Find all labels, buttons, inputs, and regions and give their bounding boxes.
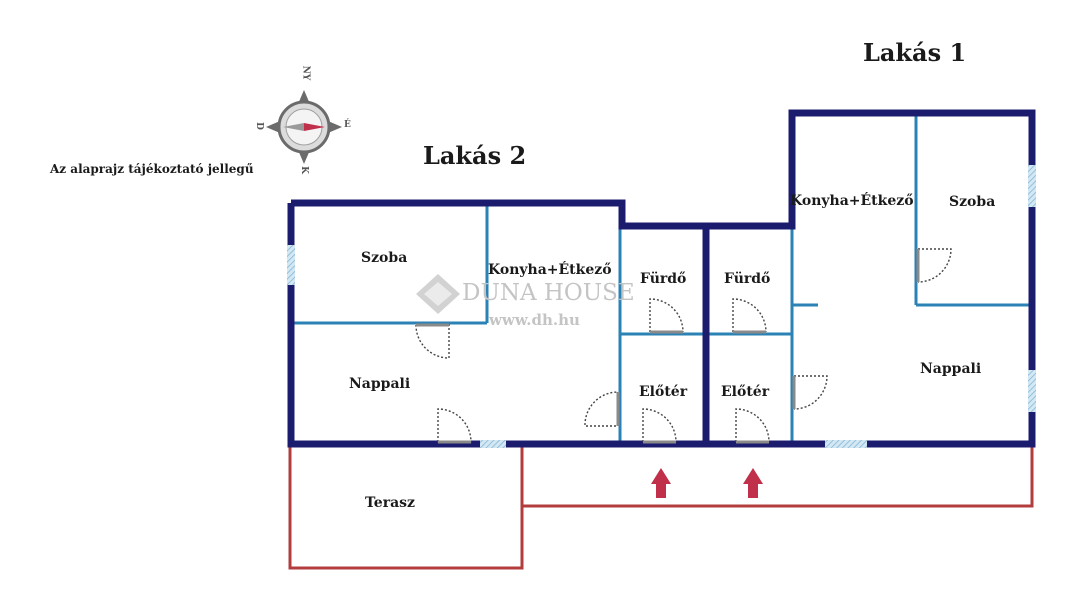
room-label-nappali-2: Nappali (349, 376, 411, 392)
room-label-szoba-2: Szoba (361, 250, 408, 266)
watermark-url: www.dh.hu (489, 311, 580, 329)
watermark-brand: DUNA HOUSE (462, 280, 635, 306)
arrow-up-icon (651, 468, 671, 498)
room-label-szoba-1: Szoba (949, 194, 996, 210)
door-eloter-1 (735, 408, 770, 443)
room-label-konyha-1: Konyha+Étkező (790, 193, 914, 209)
door-konyha-2 (584, 391, 619, 427)
inner-walls (291, 113, 1032, 446)
disclaimer-note: Az alaprajz tájékoztató jellegű (50, 162, 254, 176)
door-nappali-1 (793, 375, 828, 410)
apartment-1-title: Lakás 1 (863, 38, 967, 67)
door-thresholds (416, 249, 920, 444)
door-furdo-1 (732, 298, 767, 333)
room-label-terasz: Terasz (365, 495, 415, 511)
doors (415, 248, 952, 443)
compass-south-label: K (298, 166, 309, 174)
compass-icon (266, 90, 342, 164)
room-label-eloter-1: Előtér (721, 384, 770, 400)
room-label-konyha-2: Konyha+Étkező (488, 262, 612, 278)
compass-north-label: NY (300, 65, 311, 81)
room-label-furdo-2: Fürdő (640, 271, 687, 287)
apartment-2-title: Lakás 2 (423, 141, 527, 170)
door-eloter-2 (642, 408, 677, 443)
windows (287, 165, 1036, 448)
door-furdo-2 (649, 298, 684, 333)
door-szoba-1 (917, 248, 952, 283)
arrow-up-icon (743, 468, 763, 498)
terrace-outline (288, 446, 1034, 570)
entrance-arrows (651, 468, 763, 498)
room-label-nappali-1: Nappali (920, 361, 982, 377)
door-nappali-2 (437, 408, 472, 443)
compass-west-label: D (253, 122, 264, 130)
room-label-furdo-1: Fürdő (724, 271, 771, 287)
outer-walls (287, 109, 1036, 448)
door-szoba-2 (415, 324, 450, 359)
compass-east-label: É (344, 120, 351, 130)
room-label-eloter-2: Előtér (639, 384, 688, 400)
watermark-logo-icon (416, 274, 460, 314)
